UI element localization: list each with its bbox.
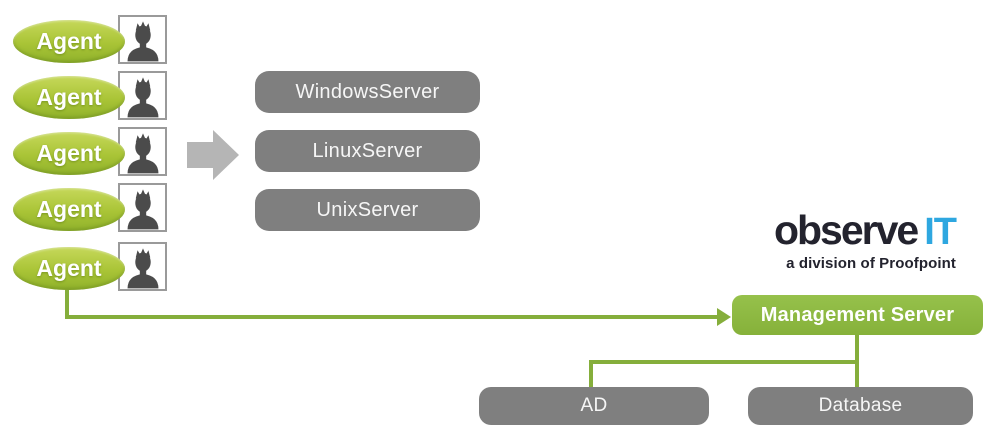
agent-node-3: Agent	[13, 132, 125, 175]
datastore-node-ad: AD	[479, 387, 709, 425]
logo-tagline: a division of Proofpoint	[786, 255, 956, 272]
user-avatar-icon	[127, 133, 158, 174]
server-node-linux: LinuxServer	[255, 130, 480, 172]
management-server-node: Management Server	[732, 295, 983, 335]
server-node-unix: UnixServer	[255, 189, 480, 231]
observeit-wordmark: observe IT	[773, 207, 957, 253]
logo-text-observe: observe	[773, 207, 919, 253]
agent-node-4: Agent	[13, 188, 125, 231]
user-avatar-icon	[127, 189, 158, 230]
user-avatar-icon	[127, 77, 158, 118]
server-node-windows: WindowsServer	[255, 71, 480, 113]
user-avatar-1	[118, 15, 167, 64]
agent-node-5: Agent	[13, 247, 125, 290]
logo-text-it: IT	[924, 211, 957, 253]
connector-agent-vertical	[65, 286, 69, 319]
datastore-node-database: Database	[748, 387, 973, 425]
flow-arrow-icon	[187, 130, 239, 180]
user-avatar-5	[118, 242, 167, 291]
connector-agent-horizontal	[65, 315, 718, 319]
connector-ad-vertical	[589, 360, 593, 387]
agent-node-1: Agent	[13, 20, 125, 63]
user-avatar-2	[118, 71, 167, 120]
user-avatar-icon	[127, 21, 158, 62]
agent-node-2: Agent	[13, 76, 125, 119]
user-avatar-icon	[127, 248, 158, 289]
connector-arrowhead-icon	[717, 308, 731, 326]
user-avatar-3	[118, 127, 167, 176]
connector-branch-horizontal	[589, 360, 859, 364]
user-avatar-4	[118, 183, 167, 232]
observeit-logo: observe IT a division of Proofpoint	[748, 207, 957, 273]
